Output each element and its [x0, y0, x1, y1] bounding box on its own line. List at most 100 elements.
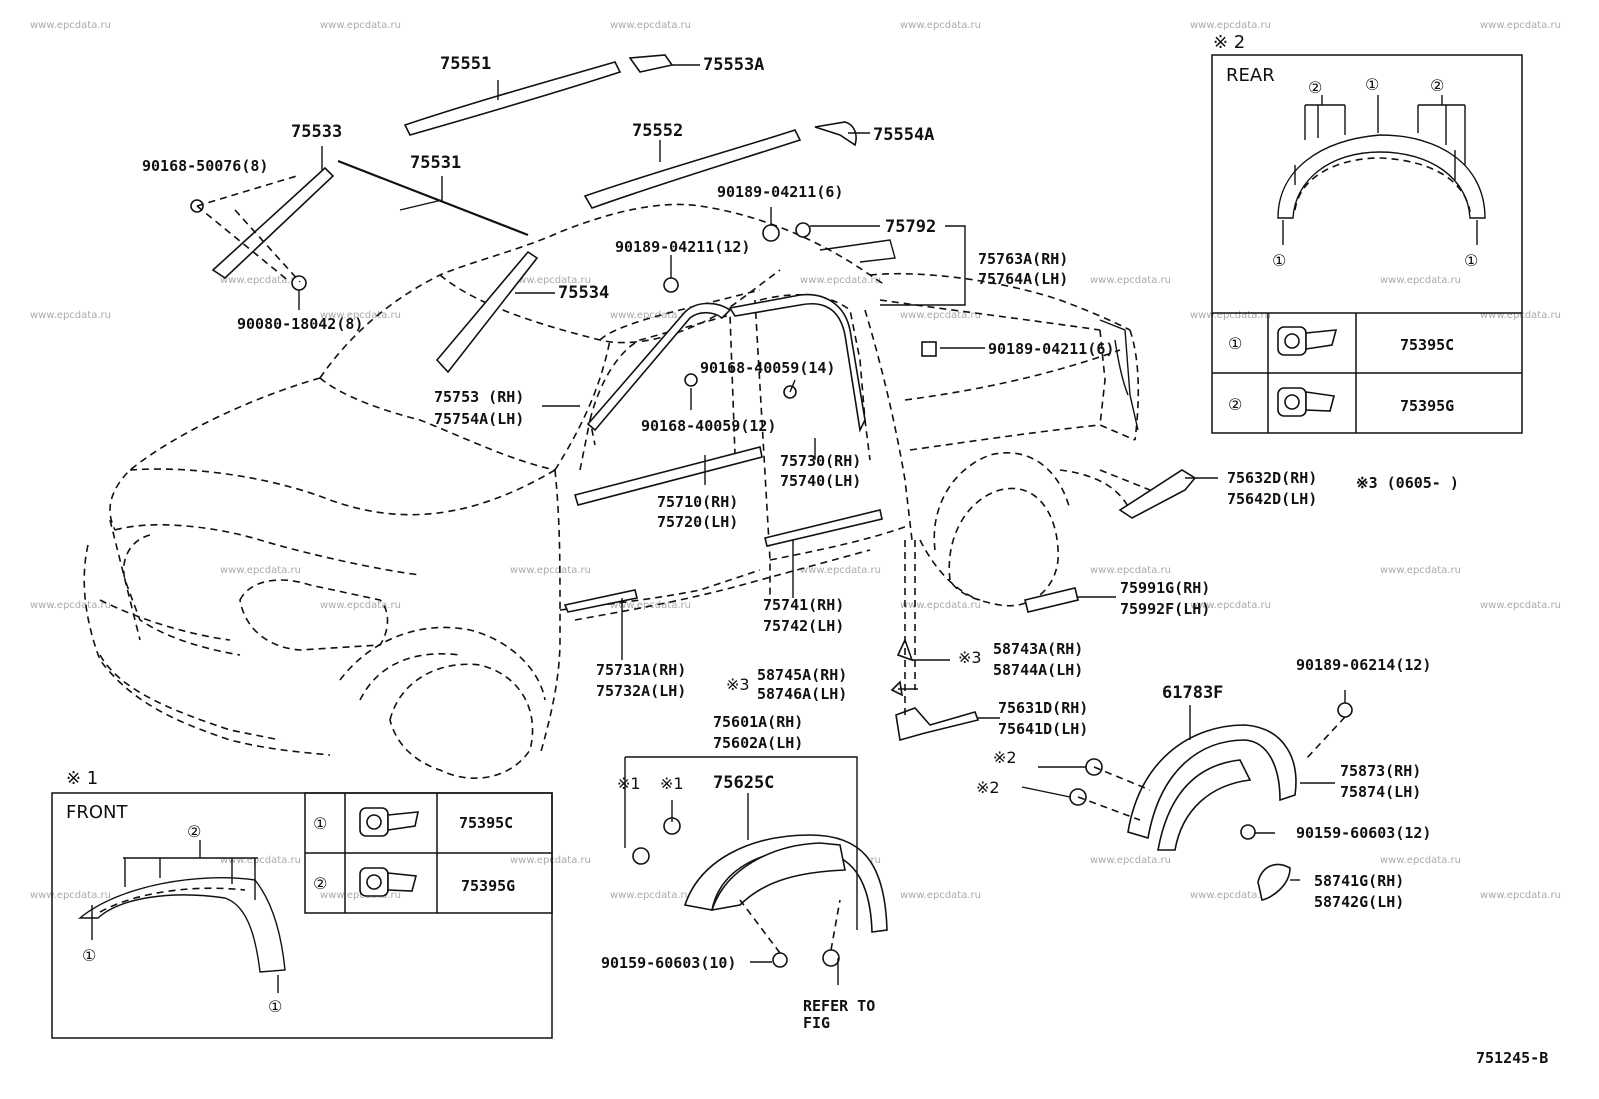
- label-75753: 75753 (RH): [434, 388, 524, 406]
- label-refer-to: REFER TO: [803, 997, 875, 1015]
- watermark-text: www.epcdata.ru: [900, 20, 981, 31]
- rear-row1-part: 75395C: [1400, 336, 1454, 354]
- label-75992f: 75992F(LH): [1120, 600, 1210, 618]
- watermark-text: www.epcdata.ru: [510, 855, 591, 866]
- label-75631d: 75631D(RH): [998, 699, 1088, 717]
- clip-icon: [1277, 387, 1336, 417]
- watermark-text: www.epcdata.ru: [1190, 600, 1271, 611]
- label-note1a: ※1: [617, 774, 641, 793]
- watermark-text: www.epcdata.ru: [900, 600, 981, 611]
- watermark-layer: www.epcdata.ru www.epcdata.ru www.epcdata.…: [30, 20, 1561, 901]
- front-marker-1b: ①: [268, 997, 282, 1016]
- label-75553a: 75553A: [703, 55, 764, 75]
- label-75642d: 75642D(LH): [1227, 490, 1317, 508]
- label-90189-06214: 90189-06214(12): [1296, 656, 1431, 674]
- watermark-text: www.epcdata.ru: [220, 275, 301, 286]
- label-75641d: 75641D(LH): [998, 720, 1088, 738]
- label-note3-range: ※3 (0605- ): [1356, 474, 1459, 492]
- label-58746a: 58746A(LH): [757, 685, 847, 703]
- label-90168-50076: 90168-50076(8): [142, 157, 268, 175]
- label-75742: 75742(LH): [763, 617, 844, 635]
- front-inset-frame: [51, 792, 553, 1039]
- label-75552: 75552: [632, 121, 683, 141]
- label-note2b: ※2: [976, 778, 1000, 797]
- label-75625c: 75625C: [713, 773, 774, 793]
- watermark-text: www.epcdata.ru: [220, 855, 301, 866]
- watermark-text: www.epcdata.ru: [610, 890, 691, 901]
- rear-marker-1b: ①: [1464, 251, 1478, 270]
- label-90168-40059-12: 90168-40059(12): [641, 417, 776, 435]
- front-row2-part: 75395G: [461, 877, 515, 895]
- label-90159-60603-10: 90159-60603(10): [601, 954, 736, 972]
- label-90189-04211-6a: 90189-04211(6): [717, 183, 843, 201]
- watermark-text: www.epcdata.ru: [1190, 20, 1271, 31]
- watermark-text: www.epcdata.ru: [220, 565, 301, 576]
- rear-marker-1a: ①: [1272, 251, 1286, 270]
- watermark-text: www.epcdata.ru: [1380, 855, 1461, 866]
- label-75741: 75741(RH): [763, 596, 844, 614]
- label-58743a: 58743A(RH): [993, 640, 1083, 658]
- front-row2-key: ②: [313, 874, 327, 893]
- rear-row1-key: ①: [1228, 334, 1242, 353]
- front-marker-2: ②: [187, 822, 201, 841]
- watermark-text: www.epcdata.ru: [1480, 20, 1561, 31]
- label-75732a: 75732A(LH): [596, 682, 686, 700]
- watermark-text: www.epcdata.ru: [320, 310, 401, 321]
- label-75874: 75874(LH): [1340, 783, 1421, 801]
- label-note2a: ※2: [993, 748, 1017, 767]
- label-75754a: 75754A(LH): [434, 410, 524, 428]
- label-75710: 75710(RH): [657, 493, 738, 511]
- label-90168-40059-14: 90168-40059(14): [700, 359, 835, 377]
- label-90189-04211-12: 90189-04211(12): [615, 238, 750, 256]
- watermark-text: www.epcdata.ru: [30, 20, 111, 31]
- label-75551: 75551: [440, 54, 491, 74]
- watermark-text: www.epcdata.ru: [1480, 600, 1561, 611]
- watermark-text: www.epcdata.ru: [1090, 275, 1171, 286]
- label-75792: 75792: [885, 217, 936, 237]
- front-inset-note: ※ 1: [66, 768, 98, 789]
- label-58744a: 58744A(LH): [993, 661, 1083, 679]
- label-58741g: 58741G(RH): [1314, 872, 1404, 890]
- rear-marker-1-top: ①: [1365, 75, 1379, 94]
- watermark-text: www.epcdata.ru: [1090, 565, 1171, 576]
- rear-marker-2a: ②: [1308, 78, 1322, 97]
- watermark-text: www.epcdata.ru: [610, 310, 691, 321]
- rear-inset-note: ※ 2: [1213, 32, 1245, 53]
- label-fig: FIG: [803, 1014, 830, 1032]
- label-75873: 75873(RH): [1340, 762, 1421, 780]
- leader-lines: [196, 64, 1346, 985]
- label-58742g: 58742G(LH): [1314, 893, 1404, 911]
- front-row1-part: 75395C: [459, 814, 513, 832]
- front-inset: ※ 1 FRONT ① 75395C ② 75395G ② ① ①: [51, 768, 553, 1039]
- roof-moldings: [211, 54, 1197, 742]
- label-note1b: ※1: [660, 774, 684, 793]
- front-marker-1a: ①: [82, 946, 96, 965]
- watermark-text: www.epcdata.ru: [800, 565, 881, 576]
- label-90080-18042: 90080-18042(8): [237, 315, 363, 333]
- watermark-text: www.epcdata.ru: [900, 310, 981, 321]
- rear-marker-2b: ②: [1430, 76, 1444, 95]
- rear-inset-title: REAR: [1226, 65, 1275, 86]
- watermark-text: www.epcdata.ru: [510, 275, 591, 286]
- watermark-text: www.epcdata.ru: [30, 310, 111, 321]
- rear-inset-frame: [1211, 54, 1523, 434]
- label-75720: 75720(LH): [657, 513, 738, 531]
- label-75533: 75533: [291, 122, 342, 142]
- watermark-text: www.epcdata.ru: [900, 890, 981, 901]
- label-75764a: 75764A(LH): [978, 270, 1068, 288]
- label-58745a: 58745A(RH): [757, 666, 847, 684]
- label-75991g: 75991G(RH): [1120, 579, 1210, 597]
- watermark-text: www.epcdata.ru: [1090, 855, 1171, 866]
- watermark-text: www.epcdata.ru: [510, 565, 591, 576]
- rear-inset: ※ 2 REAR ① 75395C ② 75395G ② ① ②: [1211, 32, 1523, 434]
- label-75554a: 75554A: [873, 125, 934, 145]
- watermark-text: www.epcdata.ru: [320, 890, 401, 901]
- watermark-text: www.epcdata.ru: [1380, 565, 1461, 576]
- label-note3b: ※3: [726, 675, 750, 694]
- clip-icon: [359, 867, 418, 897]
- watermark-text: www.epcdata.ru: [1190, 310, 1271, 321]
- watermark-text: www.epcdata.ru: [800, 275, 881, 286]
- watermark-text: www.epcdata.ru: [610, 20, 691, 31]
- label-90159-60603-12: 90159-60603(12): [1296, 824, 1431, 842]
- watermark-text: www.epcdata.ru: [30, 600, 111, 611]
